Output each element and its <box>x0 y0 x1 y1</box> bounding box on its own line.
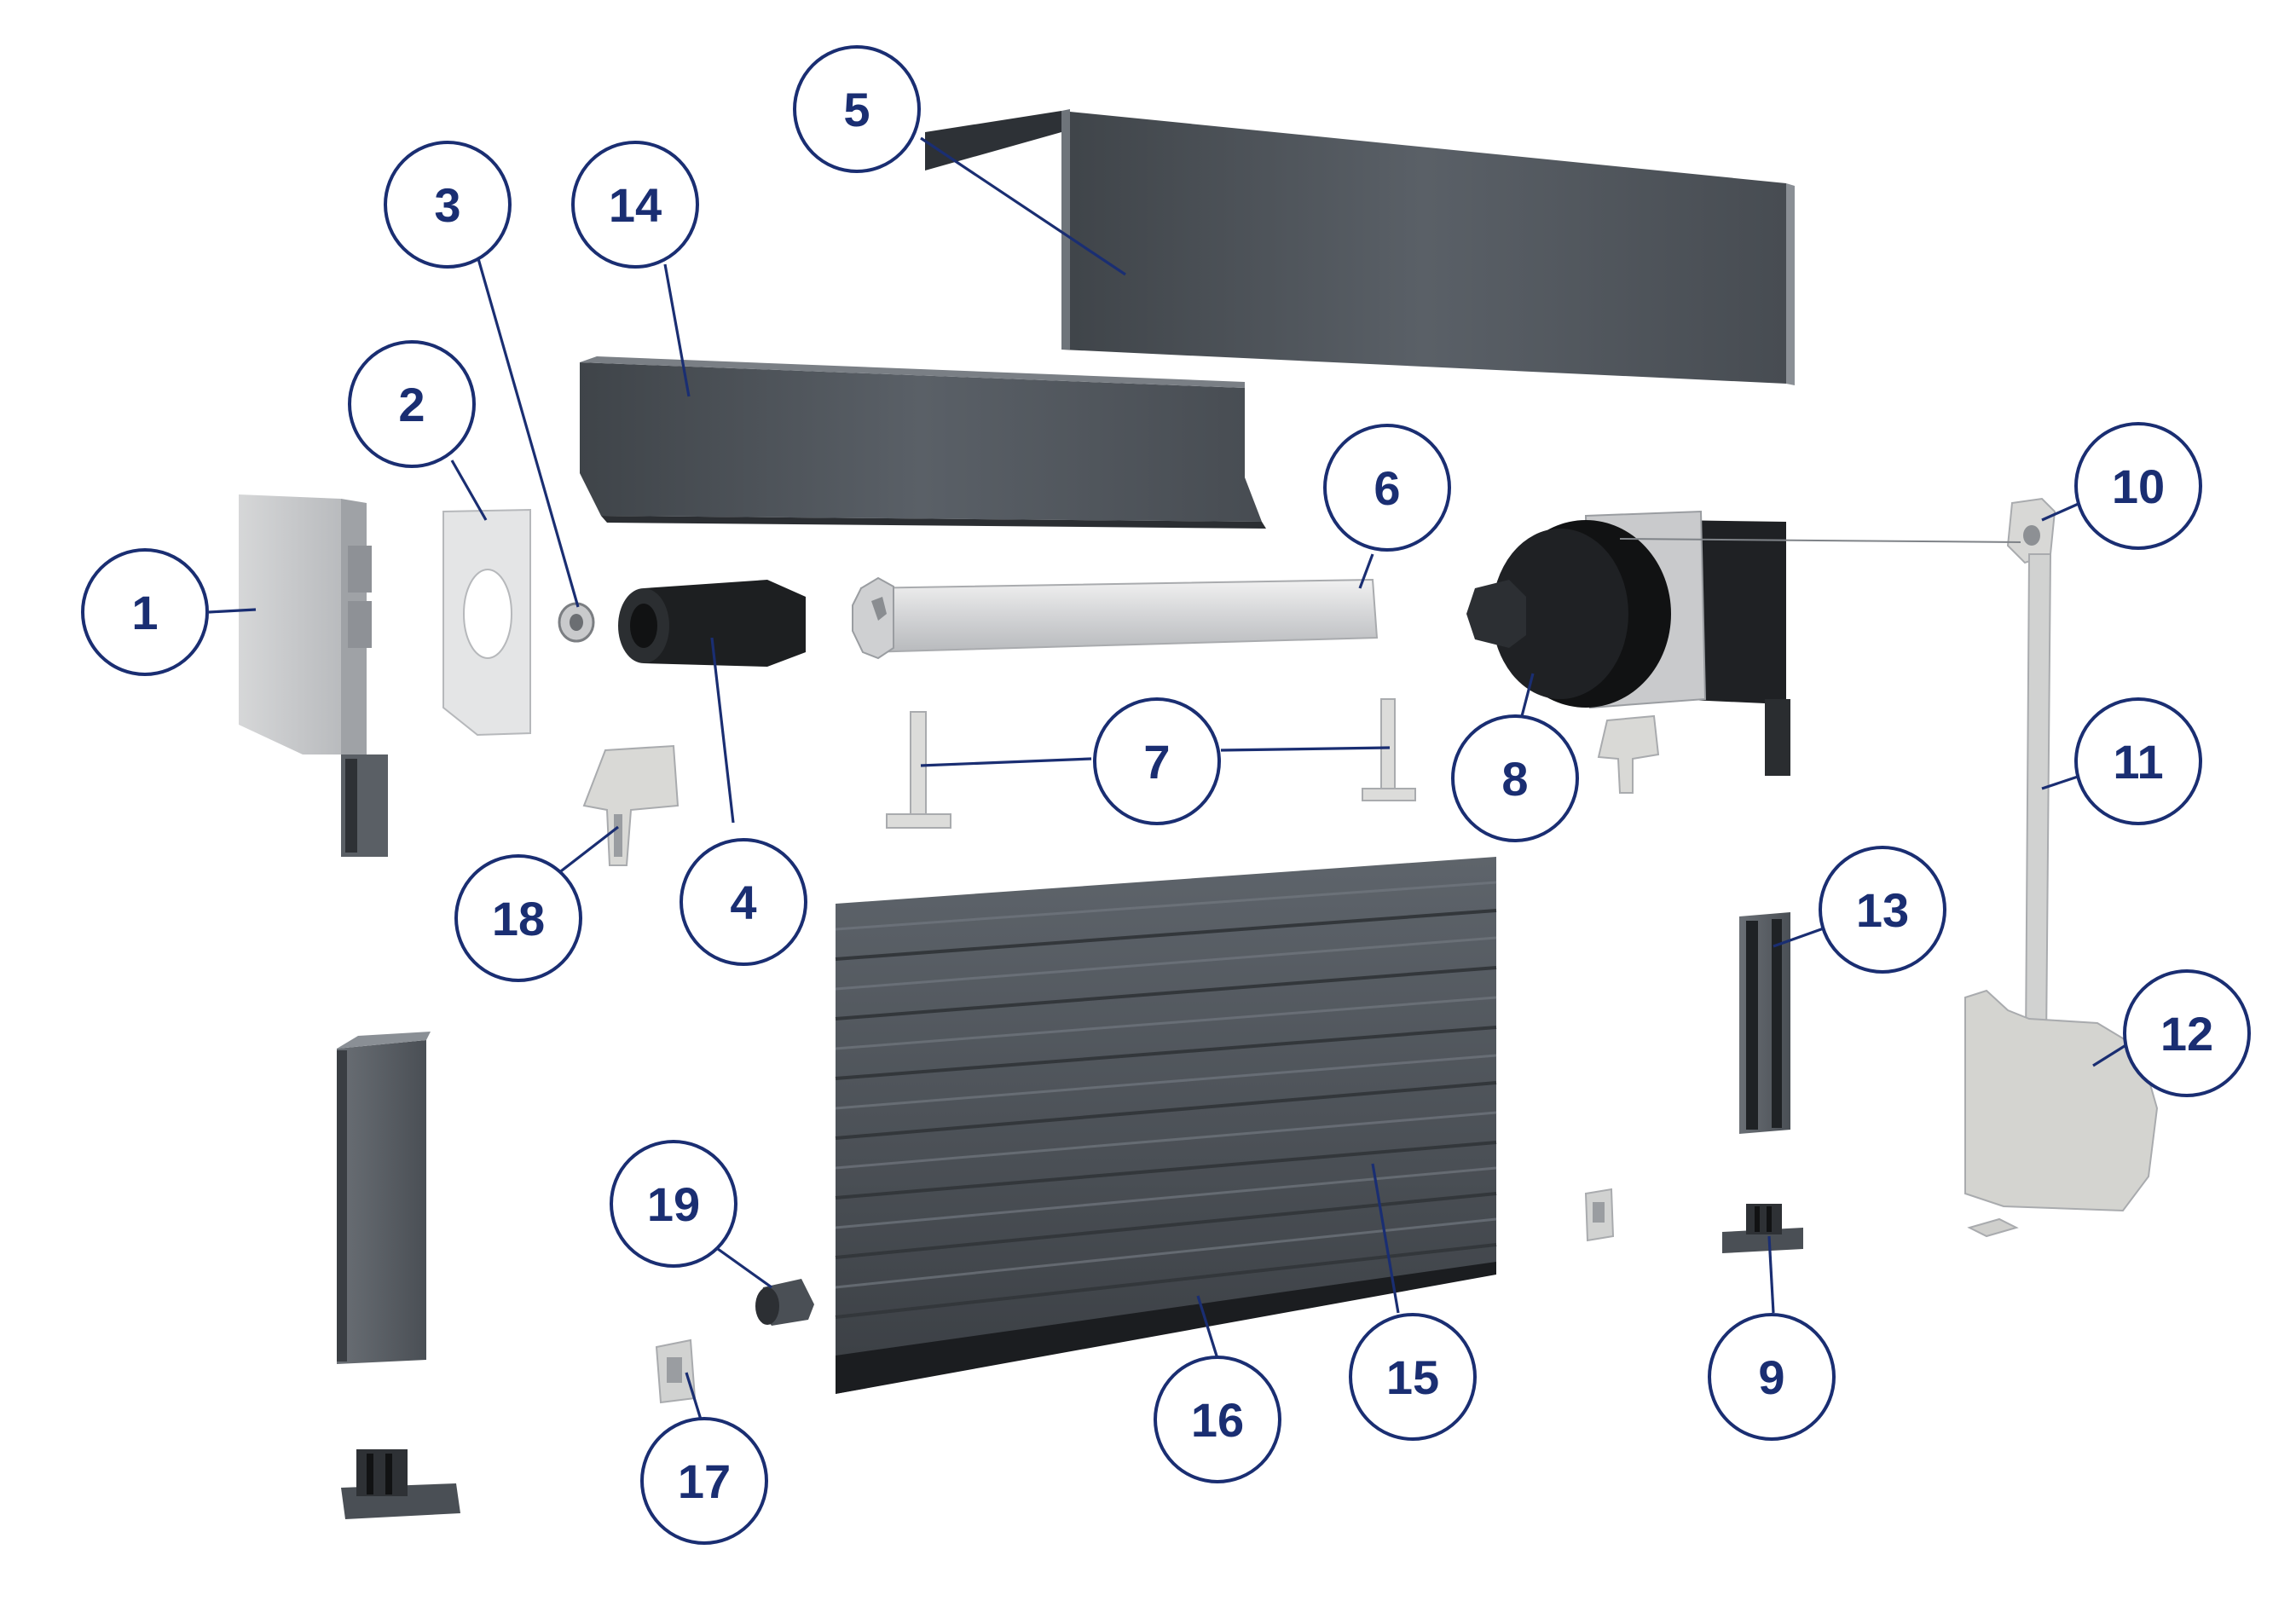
callout-6: 6 <box>1323 424 1451 552</box>
svg-text:1: 1 <box>131 586 158 639</box>
callout-1: 1 <box>81 548 209 676</box>
part-17-end-clip-right <box>1584 1188 1615 1242</box>
part-13-guide-rail-right <box>1739 912 1790 1134</box>
leader-11 <box>2041 774 2081 790</box>
svg-text:8: 8 <box>1501 752 1528 806</box>
callout-13: 13 <box>1819 846 1946 974</box>
svg-text:17: 17 <box>678 1454 731 1508</box>
svg-text:15: 15 <box>1386 1350 1439 1404</box>
guide-rail-left <box>337 1032 431 1364</box>
part-6-octagonal-shaft <box>852 576 1379 660</box>
callout-19: 19 <box>610 1140 737 1268</box>
part-18-lock-spring <box>582 744 680 866</box>
part-18-lock-spring-right <box>1597 714 1660 794</box>
svg-text:12: 12 <box>2160 1007 2213 1061</box>
svg-text:9: 9 <box>1758 1350 1784 1404</box>
callout-15: 15 <box>1349 1313 1477 1441</box>
callout-3: 3 <box>384 141 512 269</box>
leader-lines <box>208 136 2128 1420</box>
part-12-strap-winder <box>1964 989 2159 1238</box>
part-19-stopper <box>755 1279 814 1326</box>
part-14-front-profile <box>580 356 1266 529</box>
part-4-end-plug <box>618 580 806 667</box>
callout-17: 17 <box>640 1417 768 1545</box>
callout-8: 8 <box>1451 714 1579 842</box>
callout-10: 10 <box>2074 422 2202 550</box>
curtain-slat-highlights <box>835 881 1497 1289</box>
part-2-mounting-plate <box>442 508 531 737</box>
part-7-bracket-left <box>886 711 951 829</box>
leader-19 <box>711 1243 772 1289</box>
svg-text:10: 10 <box>2112 460 2165 513</box>
callout-18: 18 <box>454 854 582 982</box>
part-1-side-cap <box>239 494 388 857</box>
part-15-curtain <box>835 857 1497 1394</box>
svg-text:14: 14 <box>609 178 662 232</box>
part-3-bearing <box>558 602 595 643</box>
leader-3 <box>476 255 580 608</box>
part-17-end-clip <box>655 1338 697 1404</box>
svg-text:18: 18 <box>492 892 545 945</box>
svg-text:5: 5 <box>843 83 870 136</box>
leader-5 <box>920 136 1126 276</box>
callout-9: 9 <box>1708 1313 1836 1441</box>
leader-1 <box>208 608 257 614</box>
leader-15 <box>1371 1163 1400 1314</box>
svg-text:2: 2 <box>398 378 425 431</box>
part-10-cord-guide <box>1619 497 2056 564</box>
part-11-strap-tube <box>2024 553 2052 1045</box>
leader-4 <box>710 637 735 824</box>
leader-18 <box>553 825 619 878</box>
leader-7b <box>1220 746 1391 752</box>
callout-16: 16 <box>1154 1356 1281 1483</box>
svg-text:13: 13 <box>1856 883 1909 937</box>
svg-text:16: 16 <box>1191 1393 1244 1447</box>
guide-rail-left-plug <box>341 1449 460 1519</box>
part-16-bottom-slat <box>836 1262 1496 1394</box>
svg-text:19: 19 <box>647 1177 700 1231</box>
leader-7a <box>920 757 1092 767</box>
leader-9 <box>1767 1235 1775 1314</box>
part-7-bracket-right <box>1362 698 1416 801</box>
svg-text:4: 4 <box>730 876 756 929</box>
svg-text:6: 6 <box>1374 461 1400 515</box>
leader-17 <box>685 1372 703 1420</box>
part-5-box-cover <box>925 109 1795 385</box>
part-8-spring-end <box>1466 510 1790 776</box>
part-9-rail-plug <box>1722 1204 1803 1253</box>
leader-8 <box>1520 673 1535 717</box>
callout-2: 2 <box>348 340 476 468</box>
leader-12 <box>2092 1043 2128 1067</box>
leader-2 <box>450 460 488 521</box>
leader-16 <box>1196 1295 1221 1365</box>
callout-7: 7 <box>1093 697 1221 825</box>
curtain-slat-lines <box>835 909 1497 1319</box>
leader-6 <box>1358 553 1374 589</box>
callout-4: 4 <box>680 838 807 966</box>
callout-11: 11 <box>2074 697 2202 825</box>
callout-12: 12 <box>2123 969 2251 1097</box>
callout-5: 5 <box>793 45 921 173</box>
svg-text:7: 7 <box>1143 735 1170 789</box>
svg-text:11: 11 <box>2113 735 2163 789</box>
leader-10 <box>2041 501 2081 522</box>
svg-text:3: 3 <box>434 178 460 232</box>
leader-14 <box>663 263 691 397</box>
callout-14: 14 <box>571 141 699 269</box>
